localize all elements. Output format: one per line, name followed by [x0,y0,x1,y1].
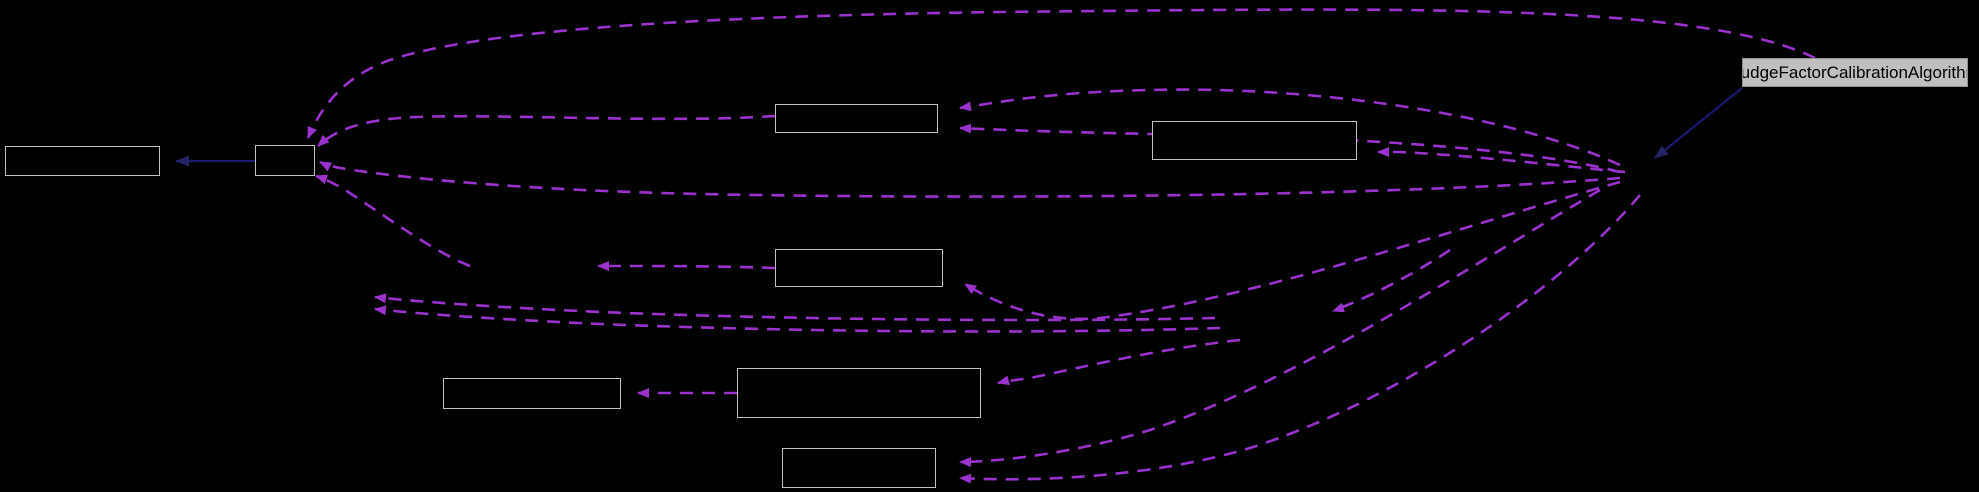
edge-usage-7 [315,174,471,268]
edge-group-inheritance [175,87,1743,167]
edge-usage-5 [1377,147,1626,174]
node-f[interactable] [443,378,621,409]
node-fudgefactorcalibrationalgorithm[interactable]: FudgeFactorCalibrationAlgorithm [1742,58,1968,87]
edge-usage-14 [997,338,1241,386]
edge-usage-2 [317,114,776,147]
node-label: FudgeFactorCalibrationAlgorithm [1742,63,1968,82]
node-h[interactable] [782,448,936,488]
node-c[interactable] [775,104,938,133]
edge-usage-12 [1332,248,1451,313]
edge-usage-1 [306,8,1816,139]
node-e[interactable] [775,249,943,287]
node-d[interactable] [1152,121,1357,160]
edge-usage-15 [959,188,1601,467]
node-a[interactable] [5,146,160,176]
edge-usage-9 [964,180,1621,321]
edge-usage-6 [319,160,1621,198]
node-b[interactable] [255,145,315,176]
edge-group-usage [306,8,1816,484]
node-g[interactable] [737,368,981,418]
edge-usage-16 [959,194,1641,484]
edge-usage-8 [597,261,776,271]
edge-usage-11 [374,305,1221,333]
edge-usage-3 [959,88,1621,167]
edge-usage-10 [374,293,1216,322]
edge-inherit-root-to-target [1654,87,1743,159]
